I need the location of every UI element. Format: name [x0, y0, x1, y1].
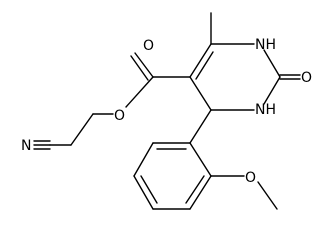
bond-c4-c5	[189, 76, 212, 111]
methoxy-o-label: O	[245, 170, 256, 186]
bond-carbonyl-double-b	[130, 55, 149, 81]
bond-ch2-ch2	[70, 113, 94, 146]
bond-c4-aryl	[189, 109, 212, 144]
ring-nh-top-label: NH	[255, 37, 276, 53]
bond-ar5-ar6	[133, 142, 154, 177]
ester-o-label: O	[114, 108, 125, 124]
bond-c5-c6-double	[195, 51, 214, 80]
bonds	[33, 12, 301, 210]
bond-carbonyl-double-a	[134, 52, 154, 78]
urea-o-label: O	[301, 70, 312, 86]
bond-c2-n3	[263, 76, 281, 105]
carbonyl-o-label: O	[143, 38, 154, 54]
ring-nh-bottom-label: NH	[255, 102, 276, 118]
atom-labels: N O O NH O NH O	[21, 37, 312, 186]
bond-ar-inner-c	[185, 175, 205, 204]
bond-ar4-ar5	[133, 175, 154, 210]
bond-methoxy-o-ch3	[257, 181, 278, 210]
bond-n1-c2	[263, 49, 281, 78]
bond-ar1-ar2	[189, 142, 212, 177]
bond-ester-o-carbonyl-c	[125, 76, 154, 108]
molecule-structure: N O O NH O NH O	[21, 12, 312, 210]
bond-ar-inner-b	[140, 175, 158, 204]
bond-c5-c6	[189, 43, 212, 78]
nitrile-n-label: N	[21, 138, 31, 154]
bond-ar2-ar3	[189, 175, 212, 210]
